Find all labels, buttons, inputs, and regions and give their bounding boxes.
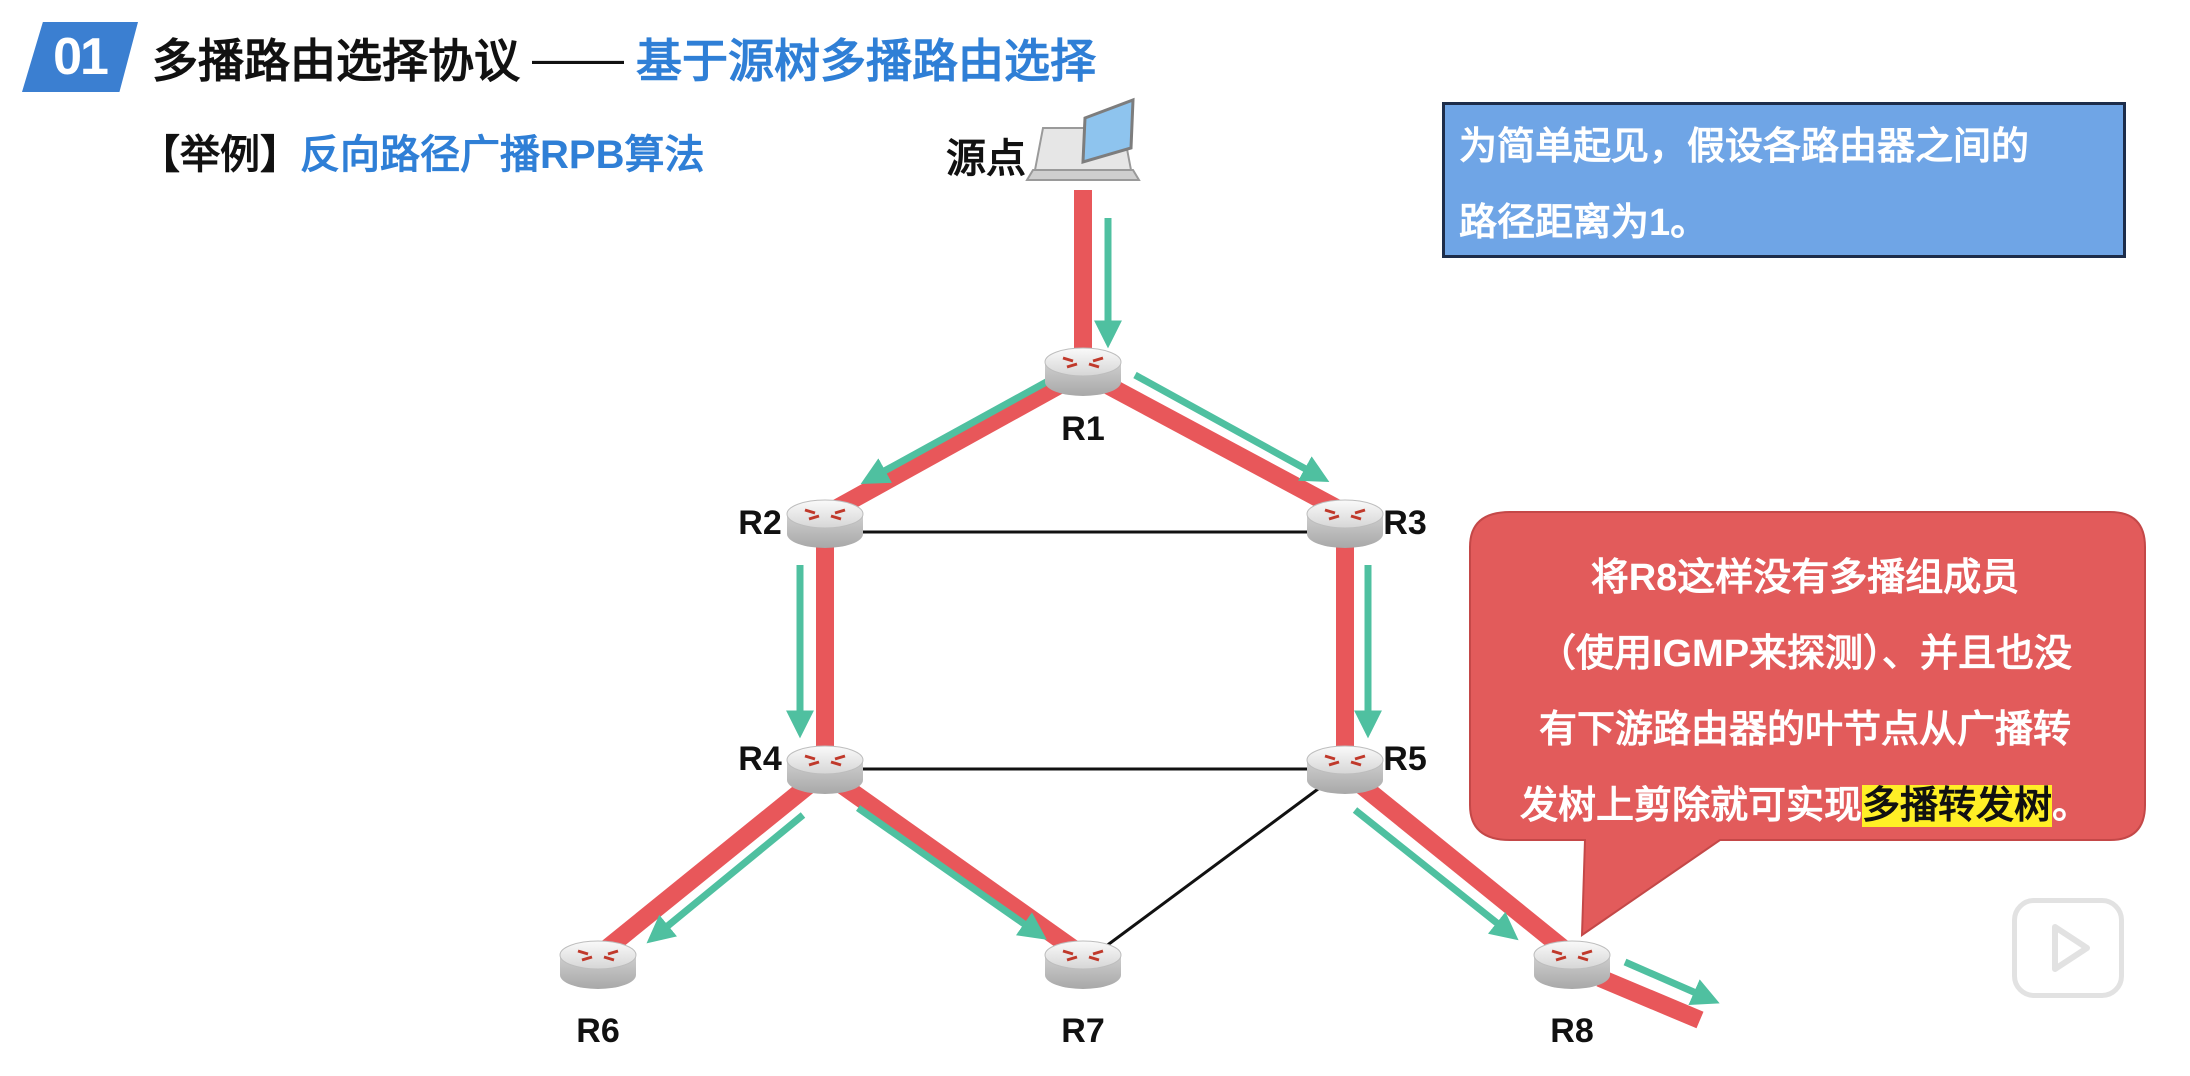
router-icon: [1043, 346, 1123, 398]
info-box: 为简单起见，假设各路由器之间的 路径距离为1。: [1442, 102, 2126, 258]
callout-line-1: 将R8这样没有多播组成员: [1590, 557, 2020, 599]
arrow-r8-out: [1623, 958, 1720, 1005]
arrow-r1-r3: [1133, 371, 1330, 483]
section-number: 01: [53, 28, 109, 86]
router-label-r7: R7: [1061, 1012, 1104, 1050]
title-main: 多播路由选择协议: [152, 35, 520, 87]
arrow-r1-r2: [860, 376, 1052, 485]
router-icon: [558, 939, 638, 991]
callout-line-4-suffix: 。: [2052, 785, 2091, 827]
router-label-r5: R5: [1383, 740, 1426, 778]
tree-r1-r3: [1078, 364, 1349, 520]
tree-r8-out: [1596, 969, 1704, 1029]
title-dash: ——: [532, 32, 624, 84]
router-label-r4: R4: [738, 740, 782, 778]
source-label: 源点: [946, 137, 1026, 181]
router-icon: [785, 744, 865, 796]
router-icon: [785, 498, 865, 550]
example-name: 反向路径广播RPB算法: [300, 133, 705, 177]
arrow-r4-r6: [646, 812, 806, 944]
tree-r4-r7: [829, 772, 1081, 958]
play-button[interactable]: [2012, 898, 2124, 998]
router-icon: [1532, 939, 1612, 991]
tree-r4-r6: [599, 773, 821, 957]
info-line-1: 为简单起见，假设各路由器之间的: [1459, 126, 2030, 168]
router-label-r3: R3: [1383, 504, 1426, 542]
link-r5-r7: [1089, 767, 1346, 960]
title-highlight: 基于源树多播路由选择: [636, 35, 1096, 87]
callout-text: 将R8这样没有多播组成员 （使用IGMP来探测）、并且也没 有下游路由器的叶节点…: [1465, 540, 2145, 844]
callout-bubble: [1469, 511, 2146, 937]
example-bracket: 【举例】: [140, 133, 300, 177]
plain-links: [825, 530, 1346, 960]
router-label-r6: R6: [576, 1012, 619, 1050]
router-label-r1: R1: [1061, 410, 1104, 448]
callout-line-4: 发树上剪除就可实现多播转发树。: [1465, 768, 2145, 844]
router-label-r2: R2: [738, 504, 781, 542]
arrow-r5-r8: [1352, 807, 1519, 941]
play-icon: [2052, 924, 2090, 972]
page-title: 多播路由选择协议 —— 基于源树多播路由选择: [152, 28, 1096, 88]
router-label-r8: R8: [1550, 1012, 1593, 1050]
tree-r5-r8: [1349, 773, 1571, 957]
example-heading: 【举例】反向路径广播RPB算法: [140, 122, 704, 180]
router-icon: [1043, 939, 1123, 991]
section-badge: 01: [22, 22, 138, 92]
callout-line-2: （使用IGMP来探测）、并且也没: [1537, 633, 2073, 675]
callout-line-3: 有下游路由器的叶节点从广播转: [1538, 709, 2071, 751]
callout-line-4-prefix: 发树上剪除就可实现: [1519, 785, 1862, 827]
arrow-r4-r7: [855, 805, 1047, 940]
tree-r1-r2: [825, 364, 1088, 520]
info-line-2: 路径距离为1。: [1459, 202, 1709, 244]
router-icon: [1305, 498, 1385, 550]
forward-arrows: [646, 218, 1720, 1005]
laptop-icon: [1025, 97, 1141, 181]
broadcast-tree: [599, 190, 1704, 1029]
callout-highlight: 多播转发树: [1861, 785, 2052, 827]
router-icon: [1305, 744, 1385, 796]
